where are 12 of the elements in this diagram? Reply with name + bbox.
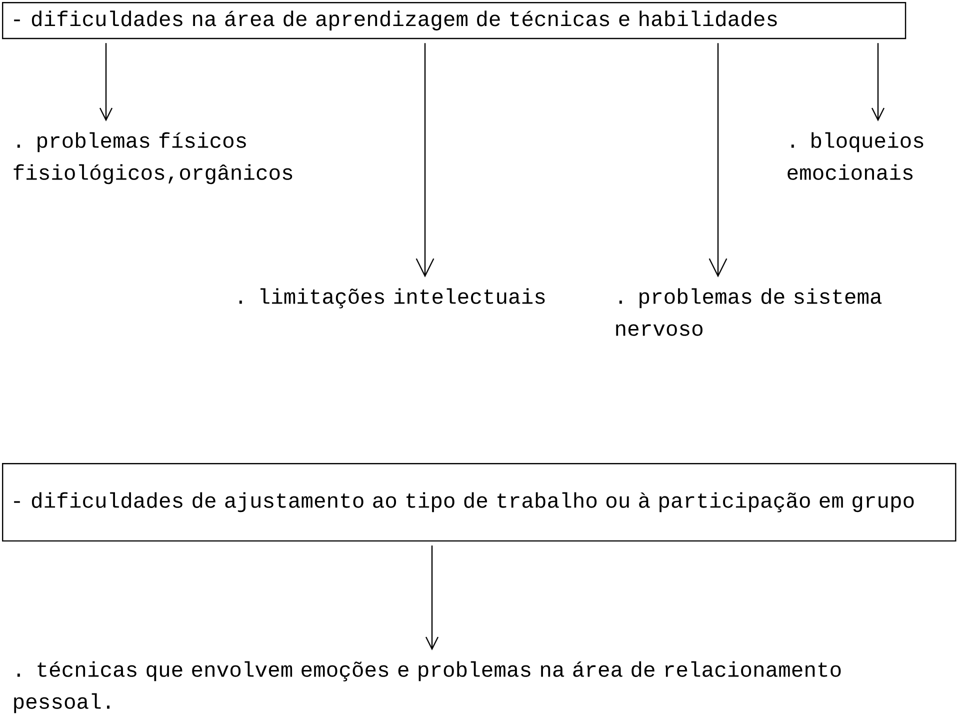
bullet-text: . limitações intelectuais bbox=[239, 288, 545, 308]
bullet-text: . problemas de sistema nervoso bbox=[616, 288, 882, 336]
arrow bbox=[871, 43, 885, 122]
arrow bbox=[99, 43, 113, 122]
bullet-text: . problemas físicos fisiológicos,orgânicos bbox=[14, 132, 292, 184]
arrow bbox=[708, 43, 728, 278]
heading-box: - dificuldades na área de aprendizagem de técnicas e habilidades bbox=[2, 2, 906, 40]
heading-box: - dificuldades de ajustamento ao tipo de trabalho ou à participação em grupo bbox=[2, 463, 956, 542]
arrow bbox=[416, 43, 434, 278]
bullet-text: . bloqueios emocionais bbox=[788, 132, 924, 180]
arrow bbox=[425, 546, 439, 650]
bullet-text: . técnicas que envolvem emoções e problemas na área de relacionamento pessoal. bbox=[14, 661, 841, 714]
